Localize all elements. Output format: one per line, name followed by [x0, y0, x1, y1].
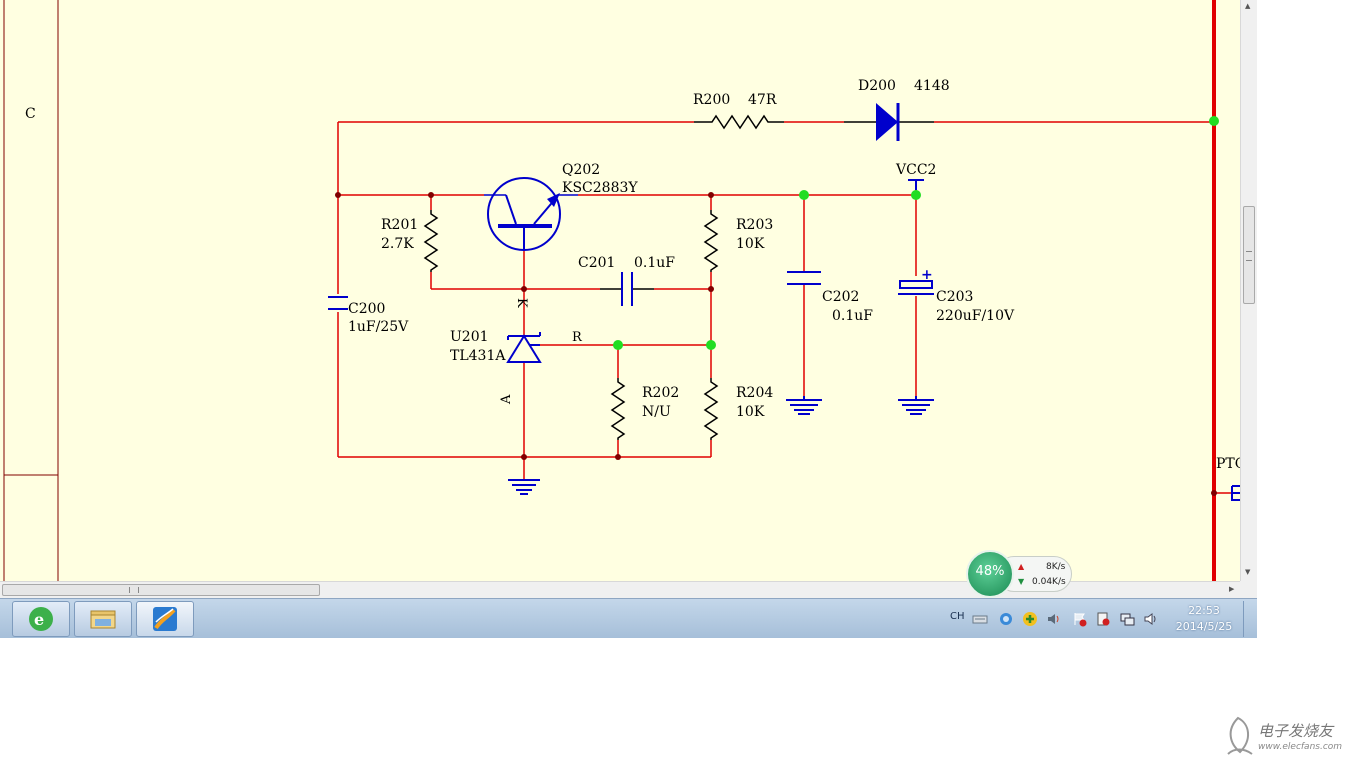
- u201-value: TL431A: [450, 348, 506, 364]
- c202-ref: C202: [822, 289, 859, 305]
- resistor-r200[interactable]: R200 47R: [693, 92, 784, 130]
- capacitor-c201[interactable]: C201 0.1uF: [578, 255, 675, 306]
- r201-value: 2.7K: [381, 236, 414, 252]
- horizontal-scrollbar[interactable]: ▶: [0, 581, 1240, 598]
- ground-symbol-c202: [786, 399, 822, 415]
- c203-ref: C203: [936, 289, 973, 305]
- vertical-scroll-thumb[interactable]: [1243, 206, 1255, 304]
- clock-date: 2014/5/25: [1175, 620, 1233, 633]
- c203-polarity: +: [921, 267, 933, 283]
- volume-icon[interactable]: [1046, 611, 1062, 627]
- resistor-r201[interactable]: R201 2.7K: [381, 210, 439, 272]
- r200-ref: R200: [693, 92, 730, 108]
- network-icon[interactable]: [1119, 611, 1135, 627]
- watermark-logo: [1227, 716, 1253, 755]
- r203-ref: R203: [736, 217, 773, 233]
- resistor-r203[interactable]: R203 10K: [703, 210, 773, 272]
- security-shield-icon[interactable]: [1022, 611, 1038, 627]
- watermark: 电子发烧友 www.elecfans.com: [1220, 714, 1360, 762]
- upload-speed: 8K/s: [1046, 562, 1066, 572]
- taskbar: e CH 22:53 2014/5/25: [0, 598, 1257, 638]
- resistor-r202[interactable]: R202 N/U: [610, 378, 679, 440]
- power-port-vcc2[interactable]: VCC2: [895, 162, 936, 190]
- input-language-indicator[interactable]: CH: [950, 611, 965, 622]
- r202-ref: R202: [642, 385, 679, 401]
- port-ptc[interactable]: PTC: [1216, 456, 1240, 501]
- capacitor-c200[interactable]: C200 1uF/25V: [328, 296, 409, 335]
- ground-symbol-u201: [508, 479, 540, 495]
- c200-value: 1uF/25V: [348, 319, 409, 335]
- download-speed: 0.04K/s: [1032, 577, 1066, 587]
- show-desktop-button[interactable]: [1243, 601, 1256, 637]
- r204-value: 10K: [736, 404, 765, 420]
- scrollbar-corner: [1240, 581, 1257, 598]
- keyboard-icon[interactable]: [972, 611, 988, 627]
- svg-text:e: e: [34, 610, 44, 629]
- r201-ref: R201: [381, 217, 418, 233]
- scroll-up-arrow-icon[interactable]: ▲: [1245, 2, 1251, 10]
- wires: [337, 121, 1232, 494]
- safely-remove-hardware-icon[interactable]: [1095, 611, 1111, 627]
- u201-pin-a: A: [499, 394, 514, 405]
- speaker-icon[interactable]: [1143, 611, 1159, 627]
- clock-time: 22:53: [1188, 604, 1220, 617]
- schematic-canvas[interactable]: C: [0, 0, 1240, 581]
- u201-ref: U201: [450, 329, 489, 345]
- scroll-right-arrow-icon[interactable]: ▶: [1229, 585, 1235, 593]
- ie-browser-icon: e: [29, 607, 53, 631]
- border-zone-label: C: [25, 106, 36, 122]
- c200-ref: C200: [348, 301, 385, 317]
- memory-usage-gauge[interactable]: [966, 550, 1014, 598]
- d200-value: 4148: [914, 78, 950, 94]
- upload-arrow-icon: ▲: [1018, 562, 1025, 571]
- watermark-url: www.elecfans.com: [1258, 742, 1343, 752]
- vcc2-label: VCC2: [895, 162, 936, 178]
- r203-value: 10K: [736, 236, 765, 252]
- capacitor-c203[interactable]: + C203 220uF/10V: [898, 267, 1015, 324]
- u201-pin-k: K: [514, 298, 529, 308]
- junctions: [335, 116, 1219, 496]
- horizontal-scroll-thumb[interactable]: [2, 584, 320, 596]
- r204-ref: R204: [736, 385, 773, 401]
- memory-usage-percent: 48%: [975, 564, 1005, 579]
- ground-symbol-c203: [898, 399, 934, 415]
- r202-value: N/U: [642, 404, 671, 420]
- q202-value: KSC2883Y: [562, 180, 638, 196]
- download-arrow-icon: ▼: [1018, 577, 1025, 586]
- file-explorer-icon: [90, 610, 116, 629]
- c202-value: 0.1uF: [832, 308, 873, 324]
- action-center-flag-icon[interactable]: [1072, 611, 1088, 627]
- capacitor-c202[interactable]: C202 0.1uF: [787, 271, 873, 324]
- taskbar-button-ie[interactable]: e: [12, 601, 70, 637]
- q202-ref: Q202: [562, 162, 600, 178]
- diode-d200[interactable]: D200 4148: [844, 78, 950, 141]
- ptc-label: PTC: [1216, 456, 1240, 472]
- vertical-scrollbar[interactable]: ▲ ▼: [1240, 0, 1257, 581]
- u201-pin-r: R: [572, 330, 583, 345]
- system-clock[interactable]: 22:53 2014/5/25: [1168, 603, 1240, 635]
- network-monitor-widget[interactable]: 48% ▲ 8K/s ▼ 0.04K/s: [966, 550, 1076, 600]
- taskbar-button-explorer[interactable]: [74, 601, 132, 637]
- transistor-q202[interactable]: Q202 KSC2883Y: [484, 162, 638, 251]
- c201-ref: C201: [578, 255, 615, 271]
- sheet-border: [3, 0, 59, 581]
- watermark-text: 电子发烧友: [1258, 722, 1334, 740]
- r200-value: 47R: [748, 92, 777, 108]
- scroll-down-arrow-icon[interactable]: ▼: [1245, 568, 1251, 576]
- resistor-r204[interactable]: R204 10K: [703, 378, 773, 440]
- altium-designer-icon: [153, 607, 177, 631]
- taskbar-button-altium[interactable]: [136, 601, 194, 637]
- d200-ref: D200: [858, 78, 896, 94]
- c201-value: 0.1uF: [634, 255, 675, 271]
- c203-value: 220uF/10V: [936, 308, 1015, 324]
- messenger-icon[interactable]: [998, 611, 1014, 627]
- shunt-regulator-u201[interactable]: K R A U201 TL431A: [450, 298, 583, 405]
